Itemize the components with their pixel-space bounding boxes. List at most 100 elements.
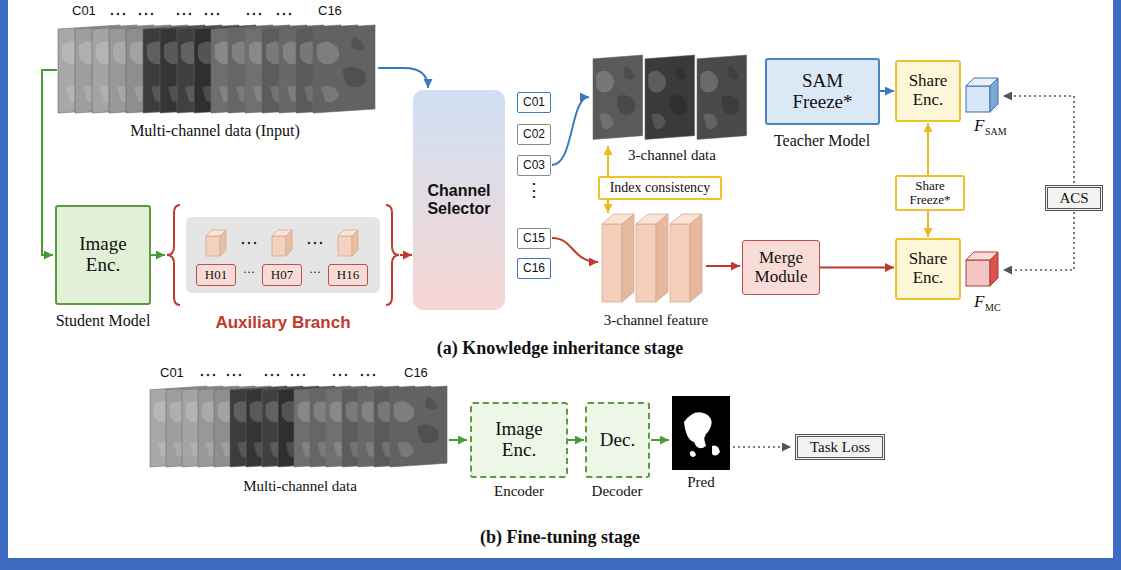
ellipsis-dots — [308, 242, 323, 245]
encoder-arrow — [151, 254, 165, 256]
node-text: C03 — [523, 159, 545, 172]
flow-arrow — [820, 267, 894, 269]
share-freeze-box: Share Freeze* — [895, 175, 965, 212]
feature-subscript: SAM — [985, 126, 1007, 138]
ellipsis-dots — [277, 13, 292, 16]
ellipsis: ⋮ — [525, 180, 543, 201]
feature-symbol: F — [974, 292, 984, 312]
heads-panel — [186, 217, 380, 293]
loss-box: Task Loss — [795, 434, 885, 460]
node-text: Index consistency — [610, 180, 711, 195]
encoder-box: Image Enc. — [470, 402, 568, 478]
feature-slab — [670, 214, 702, 302]
caption-label: Encoder — [494, 483, 544, 500]
consistency-arrow — [607, 146, 609, 176]
ellipsis-dots — [111, 13, 126, 16]
merge-arrow — [706, 265, 740, 267]
node-text: Share Freeze* — [904, 179, 956, 208]
branch-arrow — [400, 254, 412, 256]
input-arrow — [449, 439, 467, 441]
selection-arrow — [552, 97, 589, 165]
multichannel-stack — [150, 386, 447, 467]
channel-slice — [390, 386, 447, 467]
prediction-mask — [672, 396, 730, 470]
node-text: H16 — [337, 268, 359, 282]
channel-box: C02 — [517, 124, 551, 145]
node-text: Share Enc. — [903, 250, 953, 287]
encoder-box: Image Enc. — [55, 205, 151, 305]
fmc-cube — [966, 252, 998, 286]
ellipsis-dots — [177, 13, 192, 16]
feature-slab — [636, 214, 668, 302]
merge-box: Merge Module — [742, 240, 820, 295]
node-text: ACS — [1059, 190, 1088, 207]
channel-label: C01 — [160, 366, 184, 381]
caption-label: Student Model — [56, 312, 151, 330]
curly-brace — [167, 205, 180, 305]
loss-box: ACS — [1045, 185, 1103, 211]
three-channel-feature — [602, 214, 702, 302]
head-box: H07 — [262, 264, 302, 286]
node-text: Channel Selector — [419, 182, 499, 217]
feature-subscript: MC — [985, 302, 1001, 314]
channel-box: C03 — [517, 155, 551, 176]
ellipsis-dots — [111, 13, 292, 16]
channel-slice — [313, 25, 375, 113]
feature-symbol: F — [974, 116, 984, 136]
selector-box: Channel Selector — [413, 90, 505, 310]
channel-label: C16 — [318, 4, 342, 19]
loss-arrow — [1003, 212, 1074, 270]
ellipsis-dots — [201, 374, 216, 377]
caption-label: Multi-channel data — [243, 478, 357, 495]
stage-title: (b) Fine-tuning stage — [480, 527, 640, 548]
node-text: C16 — [523, 262, 545, 275]
ellipsis-dots — [242, 242, 257, 245]
channel-label: C01 — [72, 4, 96, 19]
head-cube — [206, 230, 226, 256]
node-text: SAM Freeze* — [780, 71, 865, 113]
ellipsis-dots — [139, 13, 154, 16]
node-text: C02 — [523, 128, 545, 141]
channel-slice — [593, 55, 643, 139]
ellipsis-dots — [361, 374, 376, 377]
node-text: Share Enc. — [903, 72, 953, 109]
channel-box: C16 — [517, 258, 551, 279]
node-text: Merge Module — [749, 249, 813, 286]
head-box: H16 — [328, 264, 368, 286]
ellipsis-dots — [333, 374, 348, 377]
channel-label: C16 — [404, 366, 428, 381]
node-text: H07 — [271, 268, 293, 282]
caption-label: Teacher Model — [774, 132, 870, 150]
ellipsis-dots — [205, 13, 220, 16]
ellipsis: ··· — [243, 266, 255, 280]
flow-arrow — [927, 123, 929, 175]
channel-slice — [697, 55, 747, 139]
channel-box: C15 — [517, 228, 551, 249]
feature-slab — [602, 214, 634, 302]
shared-encoder-box: Share Enc. — [895, 238, 961, 300]
node-text: Task Loss — [810, 439, 870, 456]
head-cube — [338, 230, 358, 256]
fsam-cube — [966, 78, 998, 112]
head-cube — [272, 230, 292, 256]
curly-brace — [386, 205, 399, 305]
stage-title: (a) Knowledge inheritance stage — [437, 338, 683, 359]
caption-label: Decoder — [592, 483, 643, 500]
ellipsis-dots — [201, 374, 376, 377]
three-channel-data — [593, 55, 747, 139]
head-box: H01 — [196, 264, 236, 286]
ellipsis-dots — [227, 374, 242, 377]
caption-label: Multi-channel data (Input) — [130, 122, 300, 140]
caption-label: 3-channel feature — [604, 312, 709, 329]
decoder-box: Dec. — [585, 402, 650, 478]
ellipsis-dots — [265, 374, 280, 377]
channel-slice — [645, 55, 695, 139]
loss-arrow — [1003, 96, 1074, 183]
node-text: Image Enc. — [489, 419, 549, 461]
node-text: H01 — [205, 268, 227, 282]
node-text: Image Enc. — [73, 234, 133, 276]
selection-arrow — [552, 238, 598, 262]
flow-arrow — [568, 439, 584, 441]
ellipsis: ··· — [309, 266, 321, 280]
flow-arrow — [880, 90, 894, 92]
